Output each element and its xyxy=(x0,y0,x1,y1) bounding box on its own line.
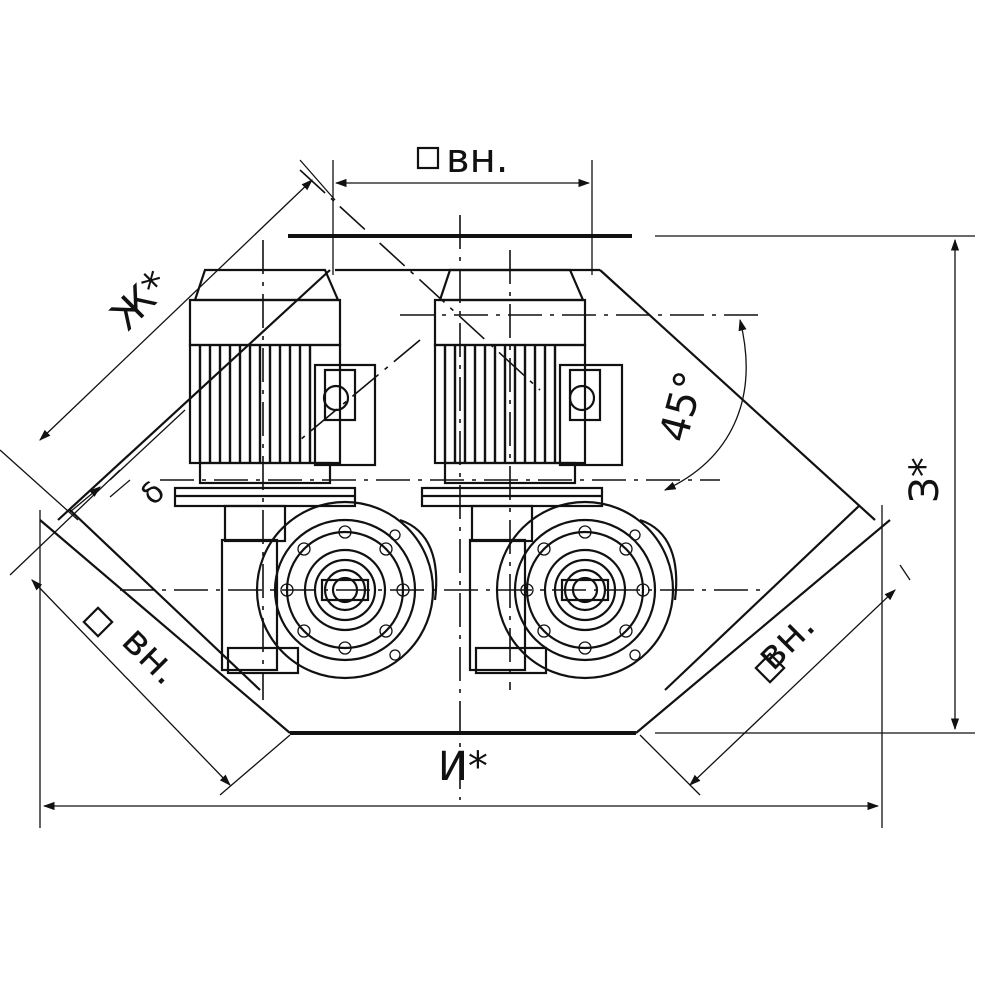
top-opening-label: вн. xyxy=(446,136,508,182)
angle-dimension: 45° xyxy=(651,318,747,491)
right-motor xyxy=(420,268,624,543)
right-motor-fins xyxy=(443,345,557,463)
angle-label: 45° xyxy=(651,366,714,446)
width-label: И* xyxy=(438,744,488,790)
top-dimension: вн. xyxy=(332,136,593,275)
diagonal-dimension-lower-right: вн. xyxy=(639,564,911,796)
left-diagonal-label: Ж* xyxy=(102,262,179,339)
diagonal-dimension-lower-left: вн. xyxy=(31,579,291,796)
left-opening-label: вн. xyxy=(113,617,190,694)
height-dimension: З* xyxy=(655,235,975,734)
left-motor xyxy=(173,268,377,543)
diagonal-dimension-left: Ж* xyxy=(0,159,336,521)
left-gearbox xyxy=(220,500,438,680)
center-lines xyxy=(120,169,760,800)
height-label: З* xyxy=(902,457,948,503)
left-motor-fins xyxy=(198,345,312,463)
gap-dimension: δ xyxy=(9,409,186,576)
right-gearbox xyxy=(468,500,678,680)
